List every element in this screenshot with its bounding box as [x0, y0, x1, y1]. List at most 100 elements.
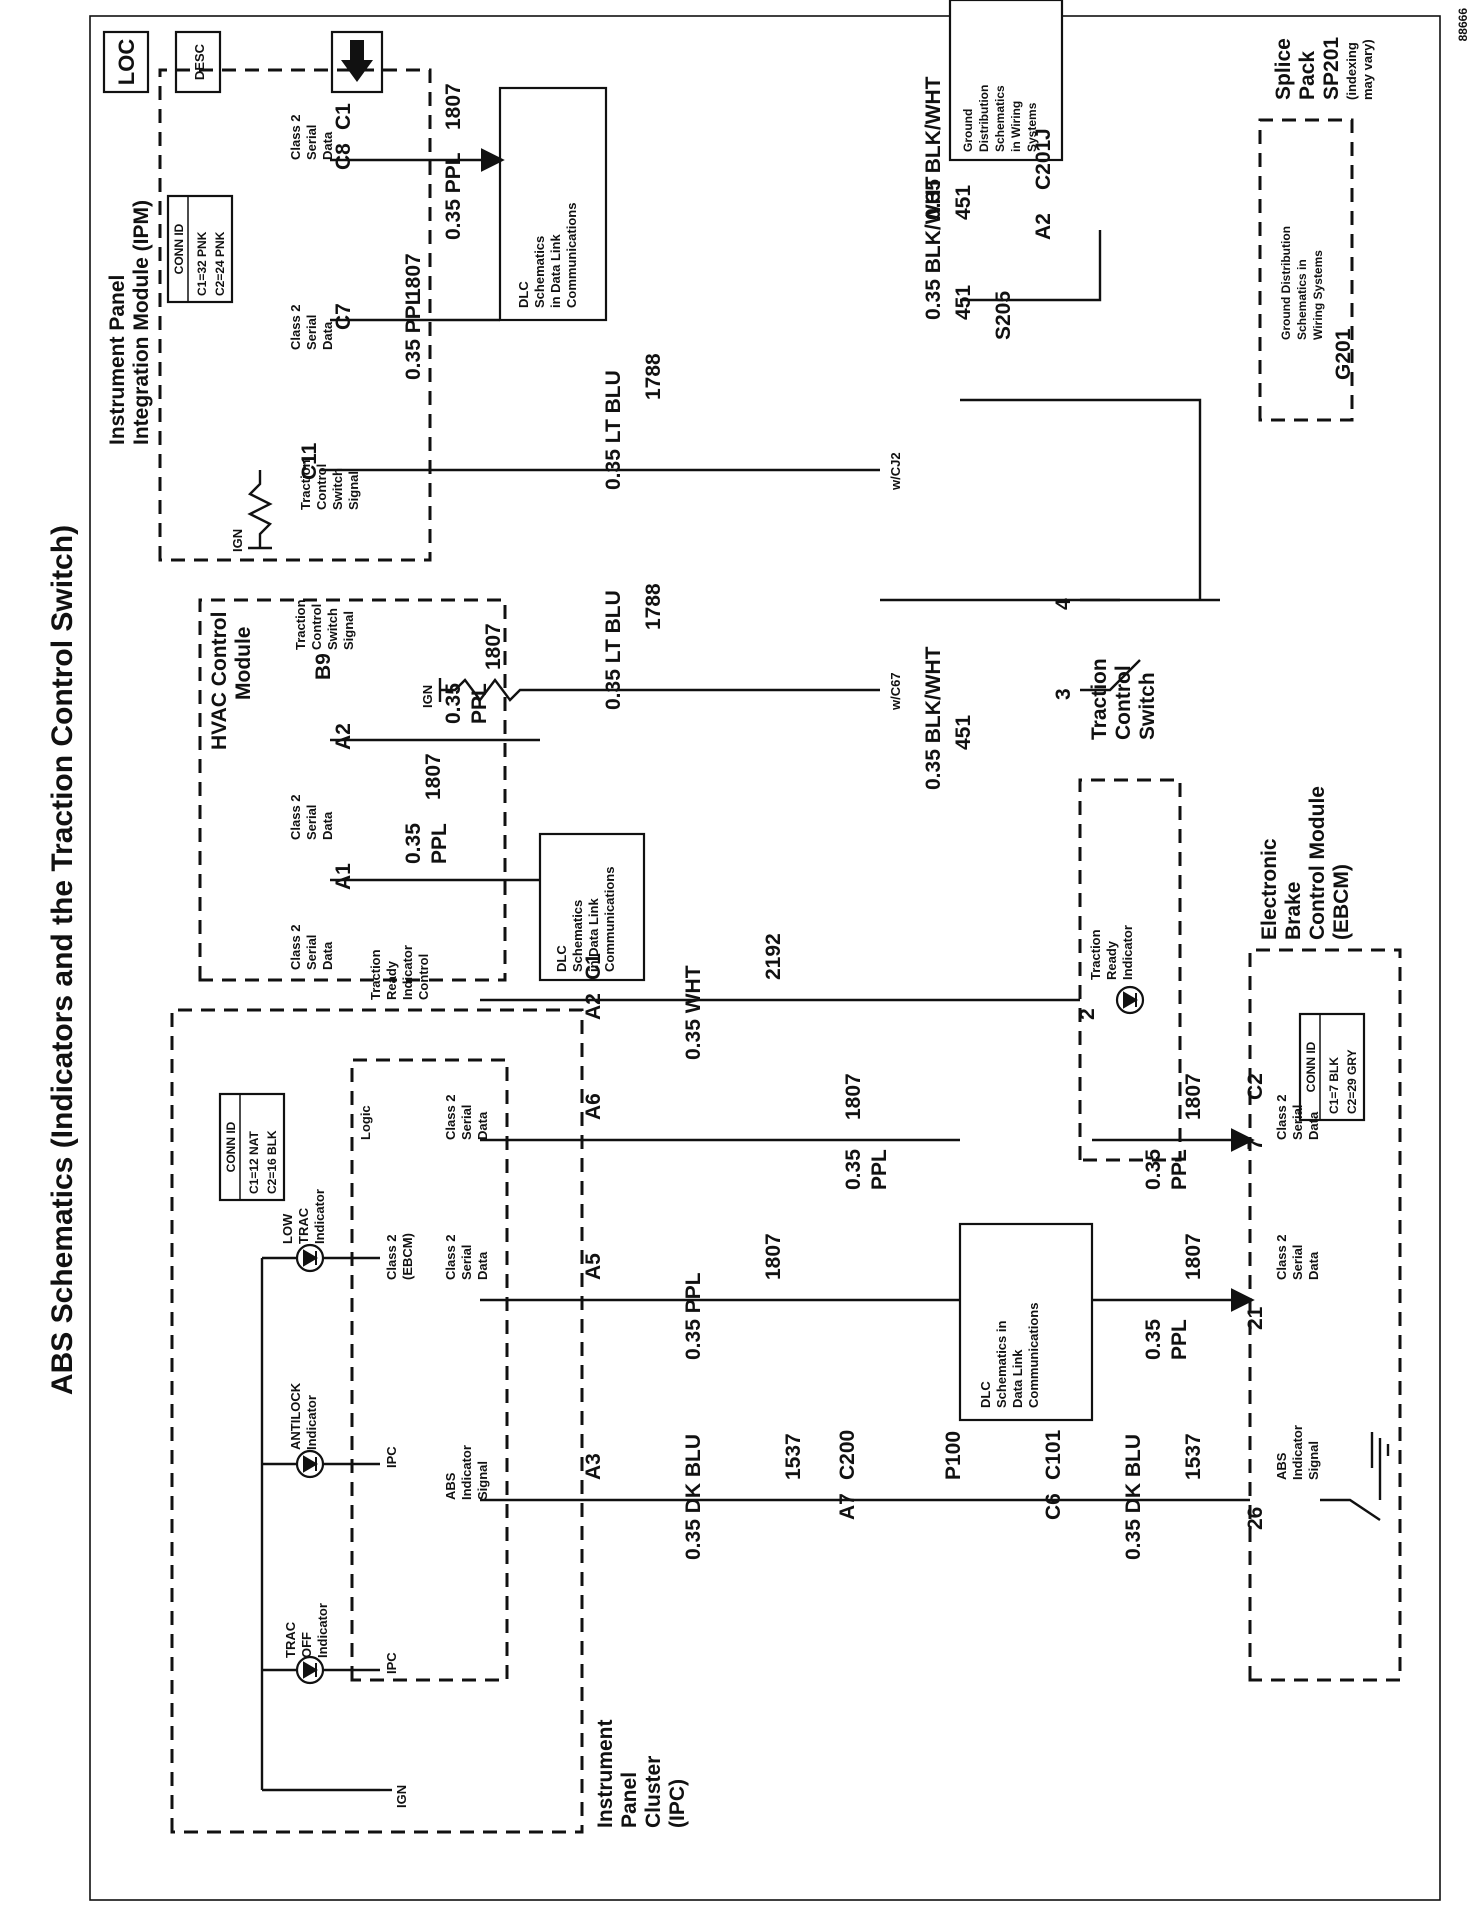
svg-text:in Wiring: in Wiring	[1009, 101, 1023, 152]
ipc-logic-label: Logic	[358, 1105, 373, 1140]
svg-text:A7: A7	[836, 1493, 859, 1520]
svg-text:Indicator: Indicator	[1290, 1425, 1305, 1480]
description-icon[interactable]: DESC	[174, 30, 222, 94]
svg-text:Serial: Serial	[459, 1245, 474, 1280]
svg-text:ABS: ABS	[443, 1472, 458, 1500]
svg-text:Serial: Serial	[1290, 1245, 1305, 1280]
svg-text:Communications: Communications	[602, 867, 617, 972]
svg-text:Communications: Communications	[1026, 1303, 1041, 1408]
wire-ipm-switch-1788: C11 0.35 LT BLU 1788 w/CJ2	[298, 353, 903, 491]
svg-text:Class 2: Class 2	[1274, 1234, 1289, 1280]
svg-text:0.35: 0.35	[842, 1149, 865, 1190]
svg-text:451: 451	[952, 715, 975, 750]
down-arrow-icon[interactable]	[330, 30, 384, 94]
tcs-name: Traction Control Switch	[1088, 658, 1159, 740]
wire-class2-a6: A6 0.35 PPL 1807 0.35 PPL 1807 7 C2	[480, 1073, 1267, 1190]
svg-text:(IPC): (IPC)	[666, 1779, 689, 1828]
svg-text:Serial: Serial	[304, 125, 319, 160]
svg-text:IPC: IPC	[384, 1652, 399, 1674]
svg-text:Signal: Signal	[341, 611, 356, 650]
ipm-name: Instrument Panel Integration Module (IPM…	[106, 200, 153, 445]
svg-text:Traction: Traction	[293, 599, 308, 650]
svg-text:C1: C1	[582, 953, 605, 980]
svg-text:1807: 1807	[1182, 1233, 1205, 1280]
svg-text:Indicator: Indicator	[315, 1603, 330, 1658]
svg-text:Class 2: Class 2	[384, 1234, 399, 1280]
svg-text:A2: A2	[582, 993, 605, 1020]
wire-class2-a5: A5 0.35 PPL 1807 0.35 PPL 1807 21	[480, 1233, 1267, 1360]
svg-text:451: 451	[952, 285, 975, 320]
svg-text:Class 2: Class 2	[288, 794, 303, 840]
svg-text:C2: C2	[1244, 1073, 1267, 1100]
svg-text:0.35: 0.35	[402, 823, 425, 864]
svg-text:HVAC Control: HVAC Control	[208, 612, 231, 750]
traction-control-switch-contact[interactable]: 3 4	[1052, 598, 1141, 700]
svg-text:PPL: PPL	[868, 1149, 891, 1190]
svg-text:Indicator: Indicator	[459, 1445, 474, 1500]
svg-text:A2: A2	[1032, 213, 1055, 240]
svg-text:0.35 BLK/WHT: 0.35 BLK/WHT	[922, 76, 945, 220]
svg-text:26: 26	[1244, 1507, 1267, 1530]
svg-text:0.35 PPL: 0.35 PPL	[442, 152, 465, 240]
hvac-module-box	[198, 598, 507, 982]
svg-text:Data: Data	[1306, 1111, 1321, 1140]
svg-text:Pack: Pack	[1296, 51, 1319, 100]
svg-text:Schematics in: Schematics in	[994, 1321, 1009, 1408]
ipc-ign-pin: IGN	[380, 1785, 409, 1808]
svg-text:Control: Control	[309, 604, 324, 650]
splice-ground-ref: Ground Distribution Schematics in Wiring…	[1279, 226, 1355, 380]
svg-text:C6: C6	[1042, 1493, 1065, 1520]
svg-text:SP201: SP201	[1320, 37, 1343, 100]
svg-text:Brake: Brake	[1282, 882, 1305, 940]
svg-text:Serial: Serial	[304, 315, 319, 350]
low-trac-indicator: LOW TRAC Indicator Class 2 (EBCM)	[262, 1189, 415, 1280]
svg-text:1807: 1807	[402, 253, 425, 300]
svg-text:Class 2: Class 2	[288, 114, 303, 160]
svg-text:ANTILOCK: ANTILOCK	[288, 1382, 303, 1450]
ipc-signal-labels: ABS Indicator Signal Class 2 Serial Data…	[368, 945, 490, 1500]
ipc-logic-box	[350, 1058, 509, 1682]
svg-text:CONN ID: CONN ID	[224, 1121, 238, 1172]
svg-text:Data Link: Data Link	[1010, 1349, 1025, 1408]
ipm-class2-labels: Class 2 Serial Data Class 2 Serial Data	[288, 114, 335, 350]
svg-text:C1=7 BLK: C1=7 BLK	[1327, 1057, 1341, 1114]
svg-text:IGN: IGN	[394, 1785, 409, 1808]
svg-text:0.35 PPL: 0.35 PPL	[402, 292, 425, 380]
svg-text:Indicator: Indicator	[312, 1189, 327, 1244]
svg-text:Distribution: Distribution	[977, 85, 991, 152]
ebcm-conn-id: CONN ID C1=7 BLK C2=29 GRY	[1298, 1012, 1366, 1122]
svg-text:Switch: Switch	[1136, 672, 1159, 740]
svg-text:7: 7	[1244, 1138, 1267, 1150]
svg-text:PPL: PPL	[428, 823, 451, 864]
svg-text:1807: 1807	[442, 83, 465, 130]
svg-text:Data: Data	[1306, 1251, 1321, 1280]
svg-text:C1=32 PNK: C1=32 PNK	[195, 231, 209, 296]
svg-text:C8: C8	[332, 143, 355, 170]
svg-text:Indicator: Indicator	[1120, 925, 1135, 980]
page-frame	[89, 15, 1441, 1901]
svg-text:C201: C201	[1032, 139, 1055, 190]
svg-text:C2=16 BLK: C2=16 BLK	[265, 1130, 279, 1194]
svg-text:Traction: Traction	[1088, 658, 1111, 740]
svg-text:C200: C200	[836, 1430, 859, 1480]
svg-text:Class 2: Class 2	[443, 1094, 458, 1140]
svg-text:Switch: Switch	[325, 608, 340, 650]
svg-text:Integration Module (IPM): Integration Module (IPM)	[130, 200, 153, 445]
svg-text:Splice: Splice	[1272, 38, 1295, 100]
ground-dist-ref-box: Ground Distribution Schematics in Wiring…	[948, 0, 1064, 162]
ipc-conn-id: CONN ID C1=12 NAT C2=16 BLK	[218, 1092, 286, 1202]
svg-text:Instrument Panel: Instrument Panel	[106, 275, 129, 445]
svg-text:in Data Link: in Data Link	[548, 234, 563, 308]
svg-text:w/CJ2: w/CJ2	[888, 452, 903, 491]
svg-text:0.35: 0.35	[442, 683, 465, 724]
location-icon[interactable]: LOC	[102, 30, 150, 94]
svg-text:Serial: Serial	[304, 935, 319, 970]
svg-text:Schematics in: Schematics in	[1295, 259, 1309, 340]
svg-text:Serial: Serial	[459, 1105, 474, 1140]
svg-text:Communications: Communications	[564, 203, 579, 308]
svg-text:Control: Control	[314, 464, 329, 510]
svg-text:(EBCM): (EBCM)	[400, 1233, 415, 1280]
ebcm-ground-icon	[1320, 1432, 1390, 1521]
dlc-ref-box-ipm: DLC Schematics in Data Link Communicatio…	[498, 86, 608, 322]
